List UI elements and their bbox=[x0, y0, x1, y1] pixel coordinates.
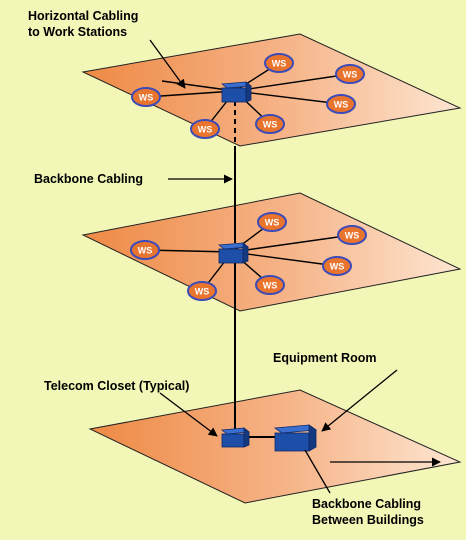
ws-label: WS bbox=[263, 281, 278, 291]
workstation: WS bbox=[257, 212, 287, 232]
workstation: WS bbox=[255, 114, 285, 134]
backbone-cabling-label: Backbone Cabling bbox=[34, 172, 143, 186]
between-buildings-arrow bbox=[304, 449, 331, 494]
ws-label: WS bbox=[263, 120, 278, 130]
workstation: WS bbox=[190, 119, 220, 139]
workstation: WS bbox=[255, 275, 285, 295]
workstation: WS bbox=[335, 64, 365, 84]
horizontal-cabling-label-line2: to Work Stations bbox=[28, 25, 127, 39]
workstation: WS bbox=[337, 225, 367, 245]
ws-label: WS bbox=[138, 246, 153, 256]
ws-label: WS bbox=[330, 262, 345, 272]
workstation: WS bbox=[322, 256, 352, 276]
ws-label: WS bbox=[343, 70, 358, 80]
ws-label: WS bbox=[345, 231, 360, 241]
ws-label: WS bbox=[334, 100, 349, 110]
workstation: WS bbox=[187, 281, 217, 301]
telecom-closet-top-device bbox=[220, 81, 253, 103]
floor-top bbox=[81, 33, 462, 147]
workstation: WS bbox=[326, 94, 356, 114]
horizontal-cabling-arrow bbox=[149, 39, 186, 89]
ws-label: WS bbox=[195, 287, 210, 297]
equipment-room-arrow bbox=[321, 369, 398, 432]
workstation: WS bbox=[131, 87, 161, 107]
telecom-closet-middle-device bbox=[217, 242, 250, 264]
ws-label: WS bbox=[198, 125, 213, 135]
telecom-closet-arrow bbox=[159, 392, 218, 437]
between-buildings-label-line2: Between Buildings bbox=[312, 513, 424, 527]
workstation: WS bbox=[130, 240, 160, 260]
telecom-closet-label: Telecom Closet (Typical) bbox=[44, 379, 189, 393]
workstation: WS bbox=[264, 53, 294, 73]
telecom-closet-bottom-device bbox=[220, 427, 251, 448]
equipment-room-device bbox=[273, 424, 318, 452]
floor-middle bbox=[81, 192, 462, 312]
horizontal-cabling-label-line1: Horizontal Cabling bbox=[28, 9, 138, 23]
ws-label: WS bbox=[265, 218, 280, 228]
ws-label: WS bbox=[272, 59, 287, 69]
equipment-room-label: Equipment Room bbox=[273, 351, 376, 365]
ws-label: WS bbox=[139, 93, 154, 103]
between-buildings-label-line1: Backbone Cabling bbox=[312, 497, 421, 511]
